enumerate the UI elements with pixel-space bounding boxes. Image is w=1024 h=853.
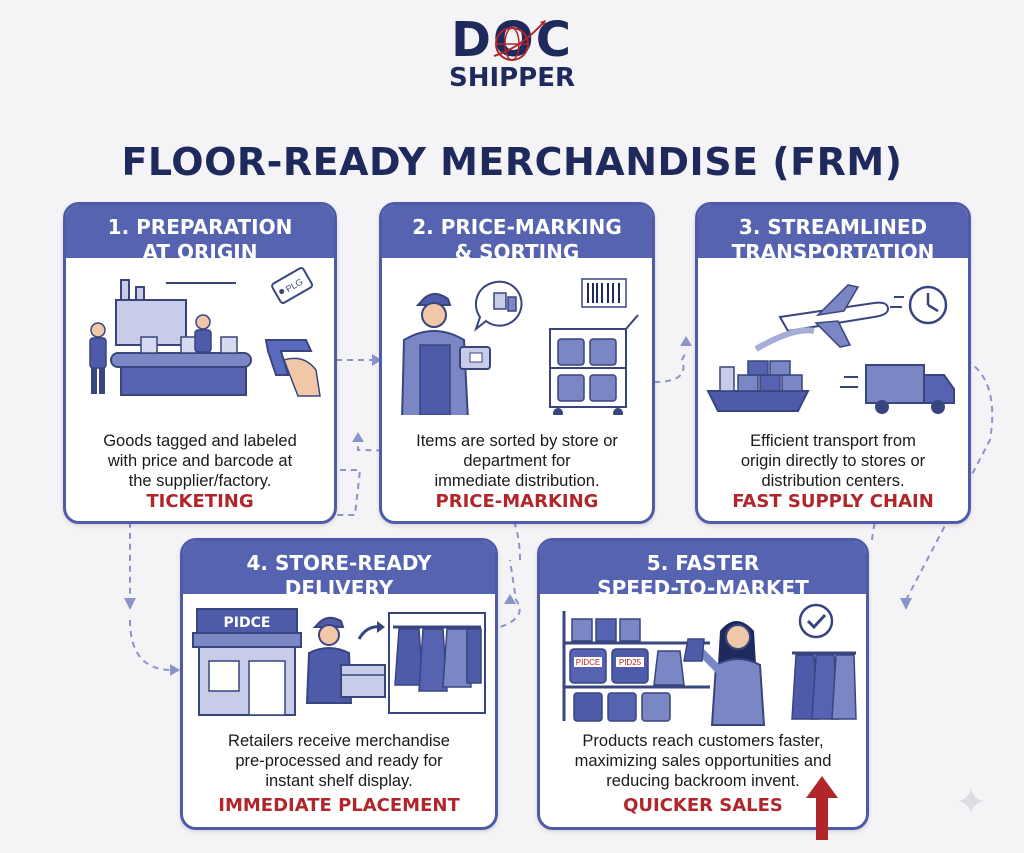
step-4-header: 4. STORE-READY DELIVERY xyxy=(183,541,495,600)
step-5-title-line-1: 5. FASTER xyxy=(646,551,760,575)
step-2-description: Items are sorted by store or department … xyxy=(416,432,618,490)
step-1-title-line-2: AT ORIGIN xyxy=(142,240,258,264)
logo-line-1: DOC xyxy=(451,12,573,68)
worker-icon xyxy=(90,322,106,338)
worker-icon xyxy=(421,302,447,328)
delivery-person-icon xyxy=(305,616,386,704)
arrowhead-icon xyxy=(124,598,136,610)
shopper-icon xyxy=(683,621,766,726)
step-card-2: 2. PRICE-MARKING & SORTING xyxy=(379,202,655,524)
step-5-title-line-2: SPEED-TO-MARKET xyxy=(597,576,809,600)
retail-shelf-illustration: PIDCE PID25 xyxy=(562,603,857,726)
checkmark-icon xyxy=(798,603,834,639)
step-2-title-line-1: 2. PRICE-MARKING xyxy=(412,215,622,239)
worker-icon xyxy=(195,314,211,330)
step-2-tag: PRICE-MARKING xyxy=(435,491,599,512)
store-delivery-illustration: PIDCE xyxy=(192,608,486,716)
arrowhead-icon xyxy=(352,432,364,442)
airplane-icon xyxy=(754,284,890,352)
transport-illustration xyxy=(706,284,955,414)
arrowhead-icon xyxy=(504,594,516,604)
arrowhead-icon xyxy=(900,598,912,610)
doc-shipper-logo: DOC SHIPPER xyxy=(0,14,1024,92)
step-2-title-line-2: & SORTING xyxy=(454,240,580,264)
logo-line-2: SHIPPER xyxy=(448,63,576,93)
step-5-header: 5. FASTER SPEED-TO-MARKET xyxy=(540,541,866,600)
svg-text:PIDCE: PIDCE xyxy=(224,615,271,631)
step-4-tag: IMMEDIATE PLACEMENT xyxy=(218,795,460,816)
step-3-title-line-1: 3. STREAMLINED xyxy=(738,215,928,239)
factory-tagging-illustration: PLG xyxy=(89,267,321,397)
step-card-5: 5. FASTER SPEED-TO-MARKET PIDCE PID25 xyxy=(537,538,869,830)
svg-text:PID25: PID25 xyxy=(619,658,642,667)
red-up-arrow-icon xyxy=(806,776,838,840)
truck-icon xyxy=(840,364,955,414)
ship-icon xyxy=(706,360,810,412)
shelf-icon: PIDCE PID25 xyxy=(562,611,710,722)
step-4-title-line-2: DELIVERY xyxy=(284,576,394,600)
storefront-icon: PIDCE xyxy=(192,608,302,716)
step-3-tag: FAST SUPPLY CHAIN xyxy=(732,491,934,512)
globe-plane-icon xyxy=(493,20,546,61)
step-3-description: Efficient transport from origin directly… xyxy=(740,432,926,490)
step-card-3: 3. STREAMLINED TRANSPORTATION xyxy=(695,202,971,524)
sorting-worker-illustration xyxy=(401,278,639,415)
cap-icon xyxy=(415,292,452,306)
clock-icon xyxy=(890,285,948,325)
page-title: FLOOR-READY MERCHANDISE (FRM) xyxy=(121,140,903,184)
step-4-description: Retailers receive merchandise pre-proces… xyxy=(228,732,450,790)
step-card-1: 1. PREPARATION AT ORIGIN PLG Goods tagge… xyxy=(63,202,337,524)
step-1-title-line-1: 1. PREPARATION xyxy=(107,215,293,239)
step-5-tag: QUICKER SALES xyxy=(623,795,783,816)
svg-text:PIDCE: PIDCE xyxy=(576,658,600,667)
step-2-header: 2. PRICE-MARKING & SORTING xyxy=(382,205,652,264)
sparkle-icon xyxy=(958,788,984,814)
step-3-title-line-2: TRANSPORTATION xyxy=(731,240,935,264)
conveyor-belt-icon xyxy=(110,352,252,368)
arrowhead-icon xyxy=(680,336,692,346)
step-5-description: Products reach customers faster, maximiz… xyxy=(574,732,832,790)
cart-icon xyxy=(549,314,639,415)
step-1-header: 1. PREPARATION AT ORIGIN xyxy=(66,205,334,264)
arrowhead-icon xyxy=(170,664,180,676)
step-1-tag: TICKETING xyxy=(146,491,254,512)
step-4-title-line-1: 4. STORE-READY xyxy=(246,551,432,575)
clothing-rack-icon xyxy=(388,612,486,714)
clothing-rack-icon xyxy=(791,651,857,720)
arrowhead-icon xyxy=(372,354,382,366)
box-icon xyxy=(340,664,386,698)
barcode-icon xyxy=(581,278,627,308)
price-tag-icon: PLG xyxy=(271,267,314,304)
step-card-4: 4. STORE-READY DELIVERY PIDCE xyxy=(180,538,498,830)
step-1-description: Goods tagged and labeled with price and … xyxy=(103,432,297,490)
step-3-header: 3. STREAMLINED TRANSPORTATION xyxy=(698,205,968,264)
